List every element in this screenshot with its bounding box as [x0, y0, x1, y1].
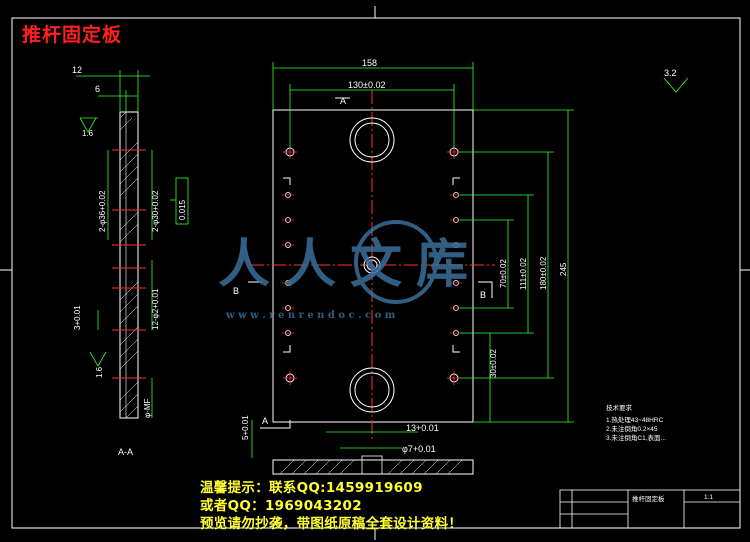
roughness-left: 1.6	[82, 129, 94, 138]
tolerance-box: 0.015	[178, 199, 187, 220]
section-label-b-right: B	[480, 290, 486, 300]
roughness-left2: 1.6	[95, 366, 104, 378]
center-hole	[363, 256, 381, 274]
title-block	[559, 489, 741, 529]
dim-13: 13+0.01	[406, 423, 439, 433]
dim-phi7: φ7+0.01	[402, 444, 436, 454]
section-view-label: A-A	[118, 447, 133, 457]
tech-notes: 技术要求 1.热处理43~48HRC 2.未注倒角0.2×45 3.未注倒角C1…	[606, 403, 666, 442]
bottom-side-view	[272, 455, 474, 475]
watermark-text: 人人文库	[218, 234, 482, 295]
large-hole-top	[349, 117, 395, 163]
dim-130: 130±0.02	[348, 80, 385, 90]
dim-small-holes: 12-φ2+0.01	[151, 288, 160, 330]
warning-line-3: 预览请勿抄袭，带图纸原稿全套设计资料！	[200, 516, 463, 532]
dim-245: 245	[559, 262, 568, 276]
section-label-a-top: A	[340, 96, 346, 106]
warning-line-1: 温馨提示：联系QQ:1459919609	[200, 480, 423, 496]
dim-6: 6	[95, 84, 100, 94]
section-view-aa: 12 6 1.6 2-φ36+0.02 2-φ30+0.02 0.015 12-…	[72, 65, 189, 457]
plate-outline	[272, 109, 474, 423]
dim-5: 5+0.01	[241, 415, 250, 440]
section-label-b-left: B	[233, 286, 239, 296]
dim-side-bottom: φ-MF	[143, 398, 152, 418]
dim-12: 12	[72, 65, 82, 75]
dim-180: 180±0.02	[539, 256, 548, 290]
dim-hole-36: 2-φ36+0.02	[98, 190, 107, 232]
dim-111: 111±0.02	[519, 257, 528, 290]
section-label-a-bottom: A	[262, 416, 268, 426]
title-block-part-name: 推杆固定板	[632, 494, 665, 503]
title-block-scale: 1:1	[704, 494, 713, 501]
watermark: 人人文库 w w w . r e n r e n d o c . c o m	[218, 220, 482, 321]
tech-notes-heading: 技术要求	[606, 403, 633, 412]
dim-30: 30±0.02	[489, 349, 498, 378]
tech-note-3: 3.未注倒角C1,表面...	[606, 433, 666, 442]
dim-158: 158	[362, 58, 377, 68]
tech-note-1: 1.热处理43~48HRC	[606, 415, 664, 424]
dim-hole-30: 2-φ30+0.02	[151, 190, 160, 232]
dim-3: 3+0.01	[73, 305, 82, 330]
dim-70: 70±0.02	[499, 259, 508, 288]
tech-note-2: 2.未注倒角0.2×45	[606, 424, 658, 433]
drawing-border	[11, 17, 741, 529]
roughness-right: 3.2	[664, 68, 677, 78]
plan-view: 158 130±0.02 A B B A 245 180±0.02 111±0.…	[233, 58, 689, 458]
warning-line-2: 或者QQ：1969043202	[200, 498, 362, 514]
drawing-title: 推杆固定板	[22, 24, 123, 46]
watermark-url: w w w . r e n r e n d o c . c o m	[225, 310, 396, 321]
large-hole-bottom	[349, 367, 395, 413]
